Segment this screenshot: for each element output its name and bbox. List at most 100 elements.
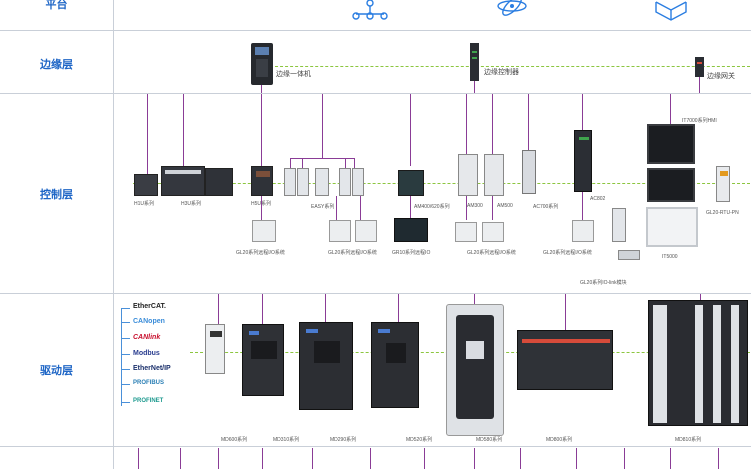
gl20-io-a [252,220,276,242]
gl20-io-c-label: GL20系列远程I/O系统 [467,250,516,256]
edge-box-label: 边缘一体机 [276,71,311,78]
protocol-canlink: CANlink [133,334,161,341]
layer-column-divider [113,0,114,469]
io-drop-gr10 [410,196,411,220]
edge-gateway-label: 边缘网关 [707,73,735,80]
divider-drive-bottom [0,446,751,447]
h1u-plc-device [134,174,158,196]
io-drop-c1 [466,196,467,220]
protocol-bracket [121,308,122,406]
bus-edge-gateway [699,77,700,93]
gl20-io-d-label: GL20系列远程I/O系统 [543,250,592,256]
divider-edge-control [0,93,751,94]
easy-module-2 [297,168,309,196]
md310-label: MD310系列 [273,437,300,443]
bus-line-ac802 [582,94,583,130]
h5u-plc-device [251,166,273,196]
protocol-profinet: PROFINET [133,398,164,404]
bus-line-h5u [261,94,262,166]
bus-edge-box [261,85,262,93]
easy-module-3 [315,168,329,196]
bus-edge-controller [474,81,475,93]
gl20-io-b2 [355,220,377,242]
bottom-stub-5 [312,448,313,469]
protocol-tick-5 [122,369,130,370]
protocol-profibus: PROFIBUS [133,380,165,386]
md290-drive-device [299,322,353,410]
platform-network-icon [352,0,388,20]
md520-drive-device [371,322,419,408]
easy-label: EASY系列 [311,204,335,210]
protocol-tick-6 [122,384,130,385]
gl20-io-b1 [329,220,351,242]
am500-label: AM500 [497,203,513,209]
drive-bus-2 [262,294,263,324]
ac700-controller-device [522,150,536,194]
am400-plc-device [398,170,424,196]
am400-label: AM400/620系列 [414,204,450,210]
gl20-io-b-label: GL20系列远程I/O系统 [328,250,377,256]
bottom-stub-13 [718,448,719,469]
io-drop-c2 [492,196,493,220]
gl20-link-device [612,208,626,242]
md310-drive-device [242,324,284,396]
gl20-io-c1 [455,222,477,242]
platform-atom-icon [497,0,527,16]
bus-line-am500 [492,94,493,154]
md800-drive-device [517,330,613,390]
gl20-io-d [572,220,594,242]
gl20-io-c2 [482,222,504,242]
md520-label: MD520系列 [406,437,433,443]
md290-label: MD290系列 [330,437,357,443]
md580-drive-device [446,304,504,436]
gl20-link-sensor [618,250,640,260]
md580-label: MD580系列 [476,437,503,443]
easy-drop-1 [290,158,291,168]
bus-line-h3u [183,94,184,166]
protocol-tick-7 [122,402,130,403]
ac700-label: AC700系列 [533,204,559,210]
bus-line-ac700 [528,94,529,150]
ac802-label: AC802 [590,196,606,202]
io-drop-a [261,196,262,220]
gr10-io-device [394,218,428,242]
bus-line-hmi [670,94,671,124]
io-drop-b1 [336,196,337,220]
easy-drop-4 [354,158,355,168]
ac802-controller-device [574,130,592,192]
bus-line-easy [322,94,323,158]
bottom-stub-8 [474,448,475,469]
bottom-stub-1 [138,448,139,469]
h3u-label: H3U系列 [181,201,202,207]
layer-label-control: 控制层 [40,189,73,201]
gl20rtu-device [716,166,730,202]
layer-label-platform: 平台 [45,0,68,11]
protocol-tick-4 [122,354,130,355]
gr10-io-label: GR10系列远程IO [392,250,431,256]
drive-bus-5 [474,294,475,304]
md600-label: MD600系列 [221,437,248,443]
protocol-modbus: Modbus [133,350,160,357]
h1u-label: H1U系列 [134,201,155,207]
edge-controller-device [470,43,479,81]
hmi-label: IT7000系列HMI [682,118,717,124]
protocol-tick-2 [122,322,130,323]
hmi-screen-medium [647,168,695,202]
drive-bus-6 [565,294,566,330]
easy-module-5 [352,168,364,196]
bus-line-am300 [466,94,467,154]
edge-box-device [251,43,273,85]
protocol-ethernetip: EtherNet/IP [133,365,171,372]
layer-label-edge: 边缘层 [40,59,73,71]
drive-bus-7 [700,294,701,300]
io-drop-b2 [360,196,361,220]
easy-module-4 [339,168,351,196]
protocol-canopen: CANopen [133,318,165,325]
bottom-stub-2 [180,448,181,469]
protocol-tick-1 [122,308,130,309]
hmi-screen-large [647,124,695,164]
bottom-stub-6 [370,448,371,469]
bottom-stub-10 [576,448,577,469]
drive-bus-4 [398,294,399,324]
drive-bus-1 [218,294,219,324]
